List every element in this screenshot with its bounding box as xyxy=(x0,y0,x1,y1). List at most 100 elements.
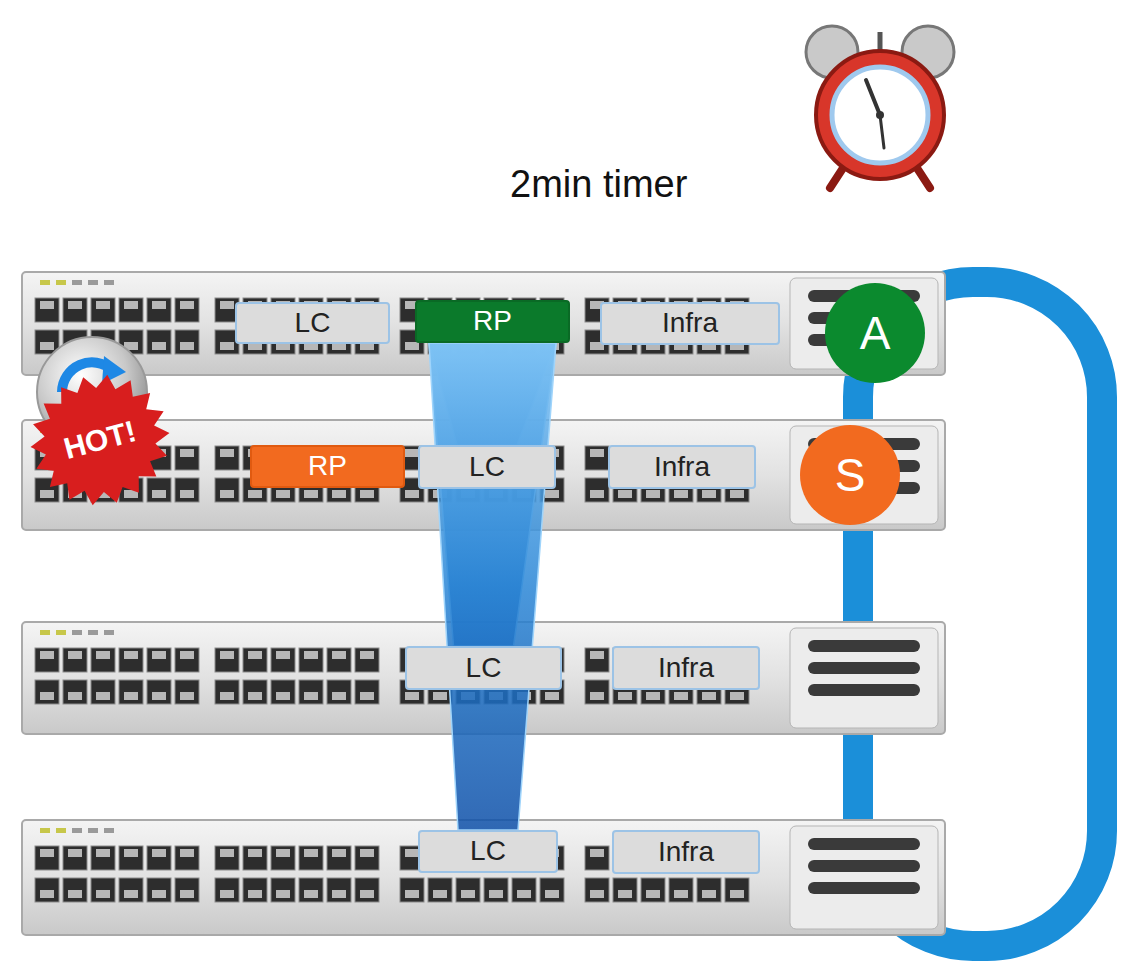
switch-port xyxy=(400,878,424,902)
switch-port xyxy=(299,878,323,902)
port-latch xyxy=(124,890,138,898)
port-latch xyxy=(220,449,234,457)
switch-port xyxy=(327,680,351,704)
port-latch xyxy=(276,490,290,498)
switch-port xyxy=(585,878,609,902)
port-latch xyxy=(405,490,419,498)
port-latch xyxy=(590,849,604,857)
node-text: A xyxy=(860,307,891,360)
port-latch xyxy=(332,692,346,700)
port-latch xyxy=(248,849,262,857)
switch-port xyxy=(243,680,267,704)
switch-port xyxy=(271,846,295,870)
switch-port xyxy=(215,478,239,502)
port-latch xyxy=(702,692,716,700)
switch-port xyxy=(35,846,59,870)
port-latch xyxy=(433,890,447,898)
switch-port xyxy=(456,878,480,902)
port-latch xyxy=(152,692,166,700)
status-led xyxy=(88,630,98,635)
switch-port xyxy=(35,680,59,704)
status-led xyxy=(104,630,114,635)
infra-box: Infra xyxy=(608,445,756,489)
switch-group xyxy=(22,272,945,935)
port-latch xyxy=(68,692,82,700)
switch-port xyxy=(147,680,171,704)
clock-body xyxy=(816,51,944,179)
port-latch xyxy=(152,849,166,857)
switch-port xyxy=(63,878,87,902)
port-latch xyxy=(220,301,234,309)
node-text: LC xyxy=(295,307,331,339)
status-led xyxy=(40,630,50,635)
status-led xyxy=(88,828,98,833)
linecard-box: LC xyxy=(405,646,562,690)
node-text: RP xyxy=(473,305,512,337)
switch-port xyxy=(63,648,87,672)
port-latch xyxy=(220,490,234,498)
route-processor-box: RP xyxy=(415,300,570,343)
uplink-module xyxy=(790,826,938,929)
port-latch xyxy=(40,342,54,350)
linecard-box: LC xyxy=(418,445,556,489)
port-latch xyxy=(220,692,234,700)
port-latch xyxy=(360,490,374,498)
switch-port xyxy=(175,680,199,704)
switch-port xyxy=(355,680,379,704)
switch-port xyxy=(327,846,351,870)
status-led xyxy=(104,828,114,833)
switch-port xyxy=(613,878,637,902)
port-latch xyxy=(405,890,419,898)
switch-body xyxy=(22,820,945,935)
switch-port xyxy=(355,648,379,672)
port-latch xyxy=(360,890,374,898)
port-latch xyxy=(674,490,688,498)
switch-port xyxy=(147,846,171,870)
port-latch xyxy=(180,692,194,700)
port-latch xyxy=(220,651,234,659)
switch-port xyxy=(585,446,609,470)
port-latch xyxy=(332,849,346,857)
switch-port xyxy=(669,878,693,902)
switch-port xyxy=(147,878,171,902)
port-latch xyxy=(180,849,194,857)
status-led xyxy=(56,280,66,285)
port-latch xyxy=(180,490,194,498)
node-text: S xyxy=(835,449,866,502)
port-latch xyxy=(248,890,262,898)
port-latch xyxy=(730,490,744,498)
port-latch xyxy=(590,449,604,457)
port-latch xyxy=(152,342,166,350)
switch-port xyxy=(91,648,115,672)
port-latch xyxy=(220,890,234,898)
circle-fill xyxy=(800,425,900,525)
port-latch xyxy=(180,449,194,457)
port-latch xyxy=(590,651,604,659)
switch-port xyxy=(641,878,665,902)
uplink-module xyxy=(790,426,938,524)
status-led xyxy=(40,828,50,833)
uplink-slot xyxy=(808,684,920,696)
port-latch xyxy=(360,651,374,659)
port-latch xyxy=(220,342,234,350)
status-led xyxy=(104,280,114,285)
infra-box: Infra xyxy=(612,646,760,690)
port-latch xyxy=(360,849,374,857)
port-latch xyxy=(618,890,632,898)
port-latch xyxy=(517,890,531,898)
uplink-slot xyxy=(808,860,920,872)
port-latch xyxy=(124,301,138,309)
infra-box: Infra xyxy=(612,830,760,874)
switch-port xyxy=(355,878,379,902)
port-latch xyxy=(702,490,716,498)
switch-port xyxy=(585,648,609,672)
switch-port xyxy=(299,680,323,704)
switch-port xyxy=(147,330,171,354)
port-latch xyxy=(545,490,559,498)
switch-port xyxy=(512,878,536,902)
port-latch xyxy=(276,849,290,857)
port-latch xyxy=(276,692,290,700)
switch-port xyxy=(697,878,721,902)
port-latch xyxy=(332,651,346,659)
